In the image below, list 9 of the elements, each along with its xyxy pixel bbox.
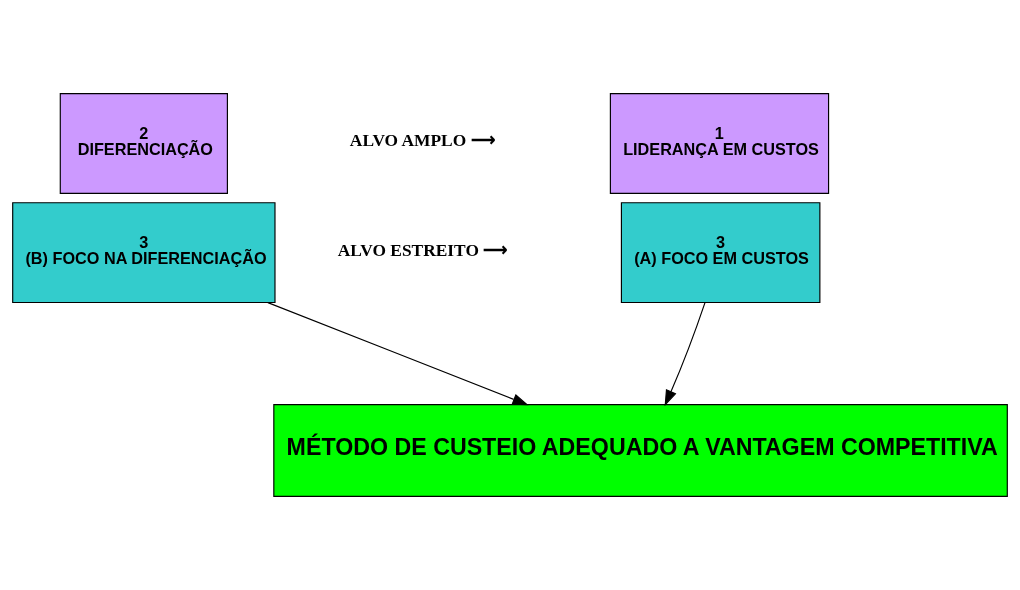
node-box: 2 DIFERENCIAÇÃO [59,93,228,195]
label: ALVO ESTREITO ⟶ [337,239,508,260]
node-box: MÉTODO DE CUSTEIO ADEQUADO A VANTAGEM COMPETITIVA [273,404,1008,497]
arrow [664,302,706,407]
node-box: 3 (A) FOCO EM CUSTOS [620,202,821,304]
arrow [267,302,529,406]
label: ALVO AMPLO ⟶ [349,130,495,151]
node-box: 1 LIDERANÇA EM CUSTOS [609,93,830,195]
node-box: 3 (B) FOCO NA DIFERENCIAÇÃO [12,202,276,304]
